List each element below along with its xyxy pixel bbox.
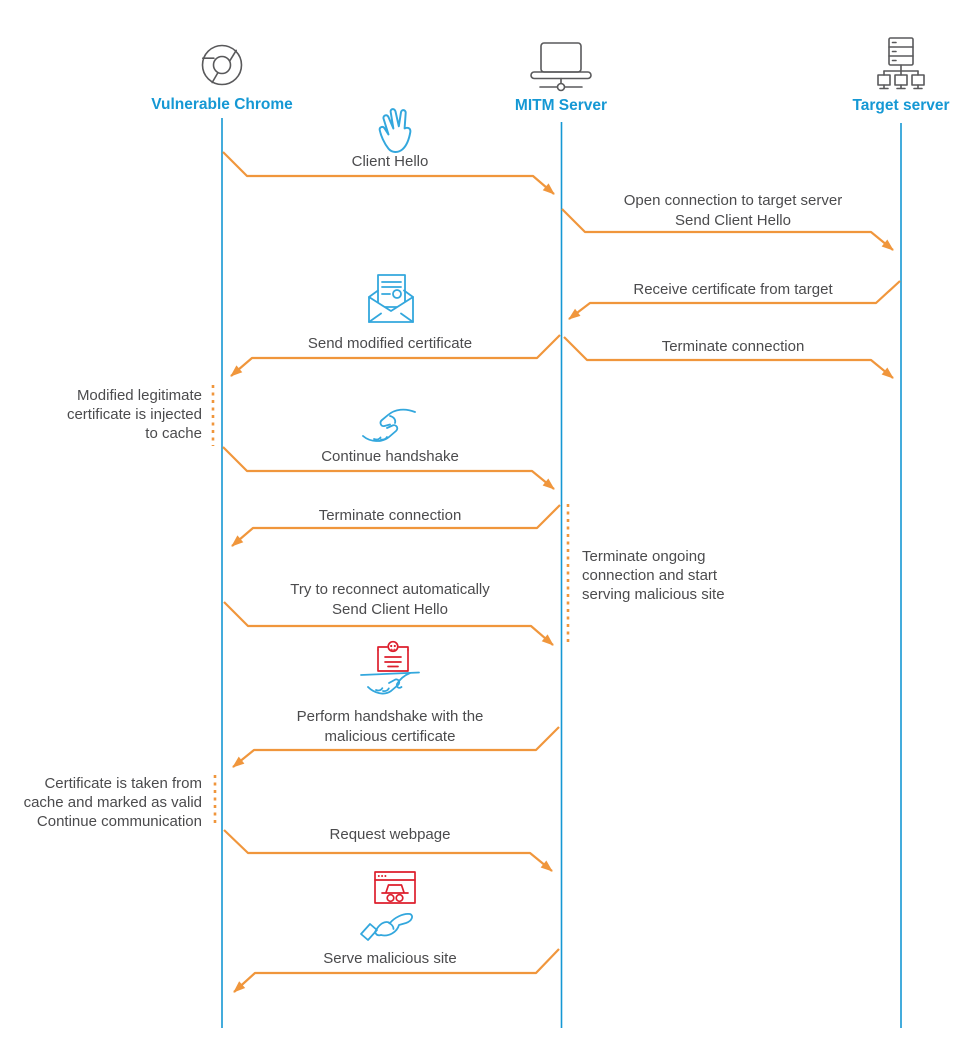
laptop-network-icon: [530, 42, 592, 92]
message-label-try-reconnect: Try to reconnect automatically Send Clie…: [290, 581, 490, 618]
note-terminate-serve: Terminate ongoing connection and start s…: [582, 548, 725, 603]
chrome-logo-icon: [201, 44, 243, 86]
malicious-certificate-handshake-icon: [360, 640, 420, 695]
malicious-site-hand-icon: [360, 871, 416, 941]
actor-label-target-server: Target server: [852, 97, 950, 114]
message-arrow-client-hello: [222, 151, 555, 195]
actor-label-mitm-server: MITM Server: [514, 97, 608, 114]
message-label-terminate-connection-chrome: Terminate connection: [318, 507, 462, 524]
note-cache-valid: Certificate is taken from cache and mark…: [23, 775, 202, 830]
message-arrow-receive-certificate: [568, 280, 901, 320]
message-arrow-terminate-connection-chrome: [231, 504, 561, 547]
message-arrow-continue-handshake: [222, 446, 555, 490]
message-arrow-perform-handshake: [232, 726, 560, 768]
message-label-terminate-connection-target: Terminate connection: [661, 338, 805, 355]
certificate-envelope-icon: [368, 274, 414, 323]
message-label-perform-handshake: Perform handshake with the malicious cer…: [296, 708, 484, 745]
message-arrow-request-webpage: [223, 829, 553, 872]
waving-hand-icon: [378, 108, 412, 153]
message-arrow-terminate-connection-target: [563, 336, 894, 379]
message-arrow-open-connection: [561, 208, 894, 251]
message-arrow-try-reconnect: [223, 601, 554, 646]
server-cluster-icon: [877, 37, 925, 90]
note-cache-injection: Modified legitimate certificate is injec…: [66, 387, 202, 442]
message-arrow-serve-malicious-site: [233, 948, 560, 993]
message-label-receive-certificate: Receive certificate from target: [633, 281, 833, 298]
message-label-continue-handshake: Continue handshake: [321, 448, 459, 465]
message-arrow-send-modified-certificate: [230, 334, 561, 377]
message-label-client-hello: Client Hello: [351, 153, 429, 170]
actor-label-vulnerable-chrome: Vulnerable Chrome: [151, 96, 293, 113]
message-label-request-webpage: Request webpage: [329, 826, 451, 843]
message-label-serve-malicious-site: Serve malicious site: [323, 950, 457, 967]
message-label-open-connection: Open connection to target server Send Cl…: [623, 192, 843, 229]
handshake-icon: [362, 408, 416, 442]
message-label-send-modified-certificate: Send modified certificate: [307, 335, 473, 352]
